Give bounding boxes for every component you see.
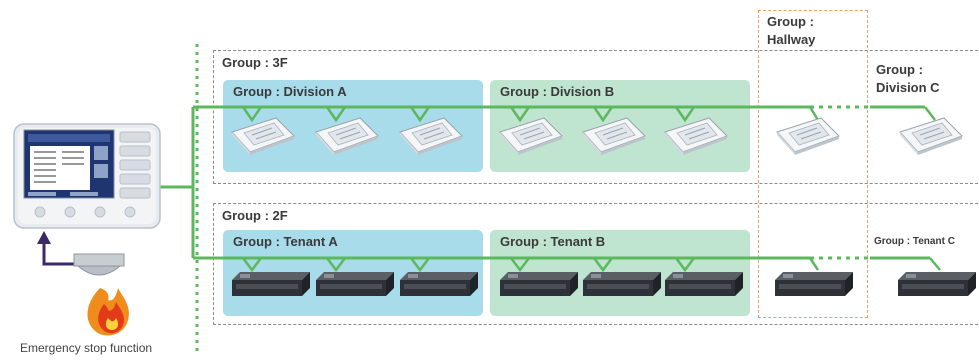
floor-3f-label: Group : 3F: [222, 55, 288, 70]
tenant-b-label: Group : Tenant B: [500, 234, 606, 249]
floor-2f-label: Group : 2F: [222, 208, 288, 223]
tenant-c-label: Group : Tenant C: [874, 236, 955, 247]
duct-unit-icon: [500, 272, 578, 296]
cassette-unit-icon: [664, 117, 728, 156]
duct-unit-icon: [898, 272, 976, 296]
duct-unit-icon: [400, 272, 478, 296]
fire-icon: [87, 288, 129, 336]
hallway-group-box: [758, 10, 868, 318]
duct-unit-icon: [583, 272, 661, 296]
duct-unit-icon: [665, 272, 743, 296]
central-controller-icon: [13, 123, 161, 229]
cassette-unit-icon: [899, 117, 963, 156]
cassette-unit-icon: [399, 117, 463, 156]
division-c-label-line2: Division C: [876, 80, 940, 95]
cassette-unit-icon: [582, 117, 646, 156]
duct-unit-icon: [775, 272, 853, 296]
cassette-unit-icon: [315, 117, 379, 156]
duct-unit-icon: [232, 272, 310, 296]
division-b-label: Group : Division B: [500, 84, 615, 99]
emergency-stop-caption: Emergency stop function: [20, 341, 153, 355]
floor-2f-group-box: [213, 203, 979, 325]
hallway-label-line1: Group :: [767, 14, 814, 29]
floor-3f-group-box: [213, 50, 979, 184]
duct-unit-icon: [316, 272, 394, 296]
cassette-unit-icon: [499, 117, 563, 156]
hallway-label-line2: Hallway: [767, 32, 816, 47]
emergency-sensor-icon: [73, 253, 125, 276]
division-a-label: Group : Division A: [233, 84, 347, 99]
cassette-unit-icon: [231, 117, 295, 156]
tenant-a-label: Group : Tenant A: [233, 234, 338, 249]
cassette-unit-icon: [776, 117, 840, 156]
division-c-label-line1: Group :: [876, 62, 923, 77]
